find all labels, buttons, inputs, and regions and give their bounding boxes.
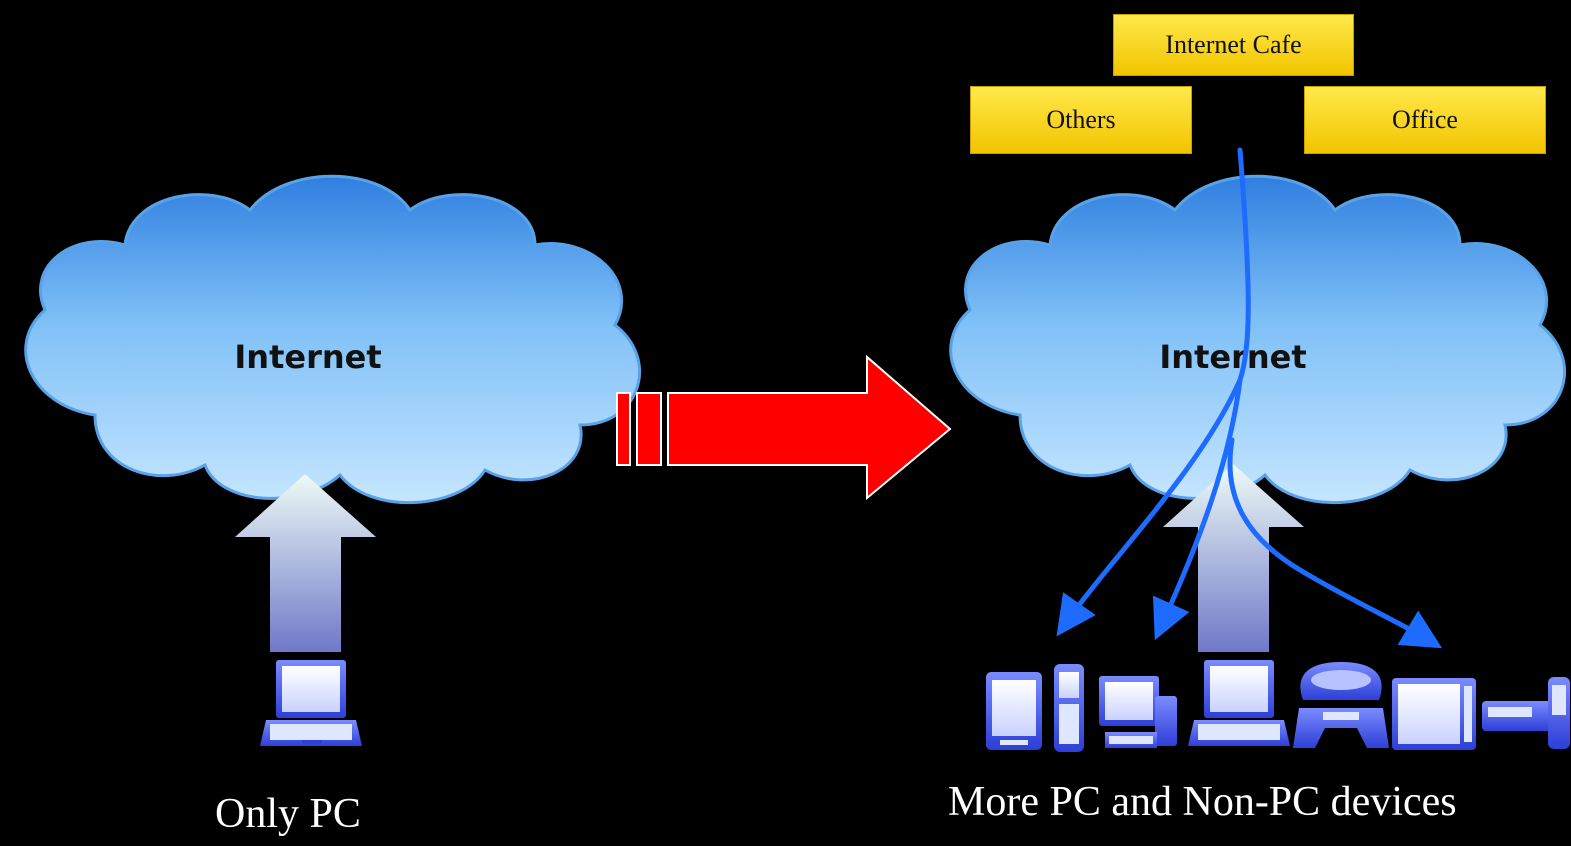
transition-arrow: [616, 354, 952, 501]
left-upload-arrow: [235, 474, 376, 652]
right-caption: More PC and Non-PC devices: [948, 779, 1457, 825]
left-internet-cloud: Internet: [24, 174, 642, 505]
mobile-phone-icon: [1054, 664, 1084, 752]
source-label-internet-cafe: Internet Cafe: [1165, 30, 1302, 59]
source-label-office: Office: [1392, 105, 1458, 134]
flow-line-to-phone: [1152, 377, 1243, 641]
left-caption: Only PC: [215, 791, 361, 837]
game-console-icon: [1293, 662, 1389, 748]
left-cloud-label: Internet: [234, 338, 381, 376]
right-upload-arrow: [1163, 464, 1304, 652]
laptop-icon: [1188, 660, 1290, 746]
content-flow-lines: [1056, 147, 1443, 649]
tablet-icon: [986, 672, 1042, 750]
source-label-others: Others: [1046, 105, 1116, 134]
set-top-box-icon: [1482, 677, 1570, 749]
desktop-pc-icon: [1099, 676, 1177, 748]
right-cloud-label: Internet: [1159, 338, 1306, 376]
right-internet-cloud: Internet: [949, 174, 1567, 505]
flow-line-to-tv: [1227, 437, 1443, 649]
devices-row: [986, 660, 1570, 752]
source-box-internet-cafe: Internet Cafe: [1113, 14, 1354, 76]
tv-icon: [1392, 678, 1476, 750]
source-box-others: Others: [970, 86, 1192, 154]
source-box-office: Office: [1304, 86, 1546, 154]
laptop-icon: [260, 660, 362, 746]
